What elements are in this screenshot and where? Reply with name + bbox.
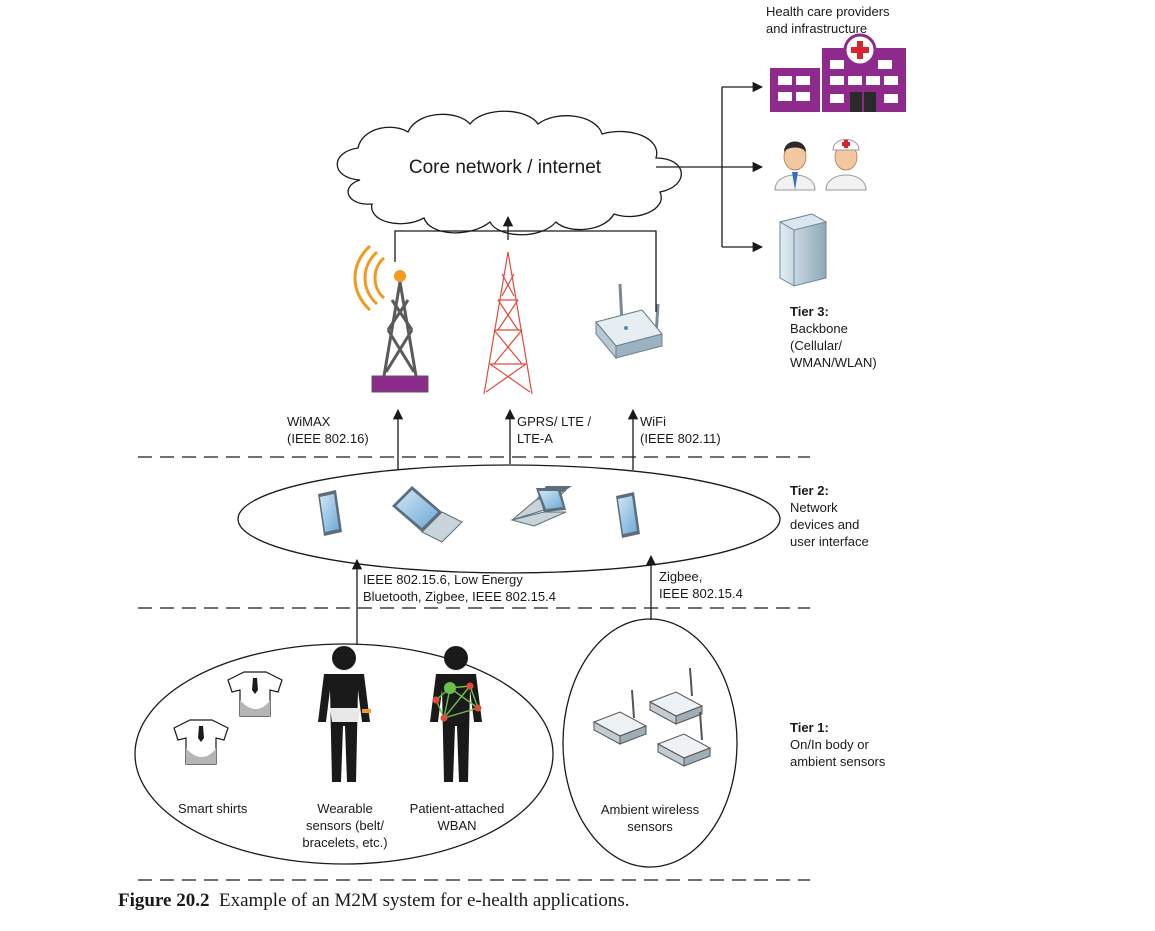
tier2-uplink-arrows	[392, 408, 639, 470]
smart-shirt-icon	[173, 719, 229, 765]
tier3-title: Tier 3:	[790, 304, 829, 319]
tier2-title: Tier 2:	[790, 483, 829, 498]
smart-shirts-label: Smart shirts	[178, 801, 248, 816]
wifi-router-icon	[595, 283, 663, 360]
wimax-link-label: WiMAX (IEEE 802.16)	[287, 414, 369, 446]
figure-caption-text: Example of an M2M system for e-health ap…	[218, 890, 630, 911]
wban-label: Patient-attached WBAN	[409, 801, 505, 833]
cellular-tower-icon	[483, 251, 533, 395]
wearable-person-icon	[318, 646, 371, 782]
server-icon	[778, 213, 828, 287]
laptop-icon	[392, 486, 463, 543]
tablet-icon	[318, 490, 342, 536]
ambient-sensor-icon	[592, 689, 648, 745]
wban-person-icon	[430, 646, 482, 782]
tier1-uplink-arrows	[351, 554, 657, 644]
ambient-sensor-icon	[648, 667, 704, 725]
hospital-icon	[770, 33, 906, 112]
ambient-link-label: Zigbee, IEEE 802.15.4	[659, 569, 743, 601]
backbone-connectors	[394, 215, 657, 312]
cloud-label: Core network / internet	[408, 157, 602, 178]
ambient-sensor-icon	[656, 711, 712, 767]
tier-separators	[138, 456, 810, 881]
provider-connectors	[656, 81, 764, 253]
health-care-providers-label: Health care providers and infrastructure	[766, 4, 890, 36]
body-link-label: IEEE 802.15.6, Low Energy Bluetooth, Zig…	[363, 572, 556, 604]
tier2-label: Tier 2: Network devices and user interfa…	[790, 483, 869, 549]
ambient-sensors-label: Ambient wireless sensors	[600, 802, 700, 834]
nurse-icon	[825, 139, 867, 191]
ambient-sensors-ellipse	[562, 618, 738, 868]
core-network-cloud	[336, 110, 682, 236]
smart-shirt-icon	[227, 671, 283, 717]
tablet-icon	[616, 492, 640, 538]
wearable-sensors-label: Wearable sensors (belt/ bracelets, etc.)	[302, 801, 388, 850]
wimax-tower-icon	[353, 244, 429, 393]
tier1-title: Tier 1:	[790, 720, 829, 735]
wifi-link-label: WiFi (IEEE 802.11)	[640, 414, 721, 446]
tier2-network-devices-ellipse	[237, 464, 781, 574]
figure-caption: Figure 20.2 Example of an M2M system for…	[118, 890, 630, 912]
tier3-label: Tier 3: Backbone (Cellular/ WMAN/WLAN)	[790, 304, 877, 370]
figure-number: Figure 20.2	[118, 890, 210, 911]
tier1-label: Tier 1: On/In body or ambient sensors	[790, 720, 886, 769]
doctor-icon	[774, 141, 816, 191]
body-sensors-ellipse	[134, 643, 554, 865]
gprs-link-label: GPRS/ LTE / LTE-A	[517, 414, 592, 446]
laptop-icon	[510, 486, 572, 527]
